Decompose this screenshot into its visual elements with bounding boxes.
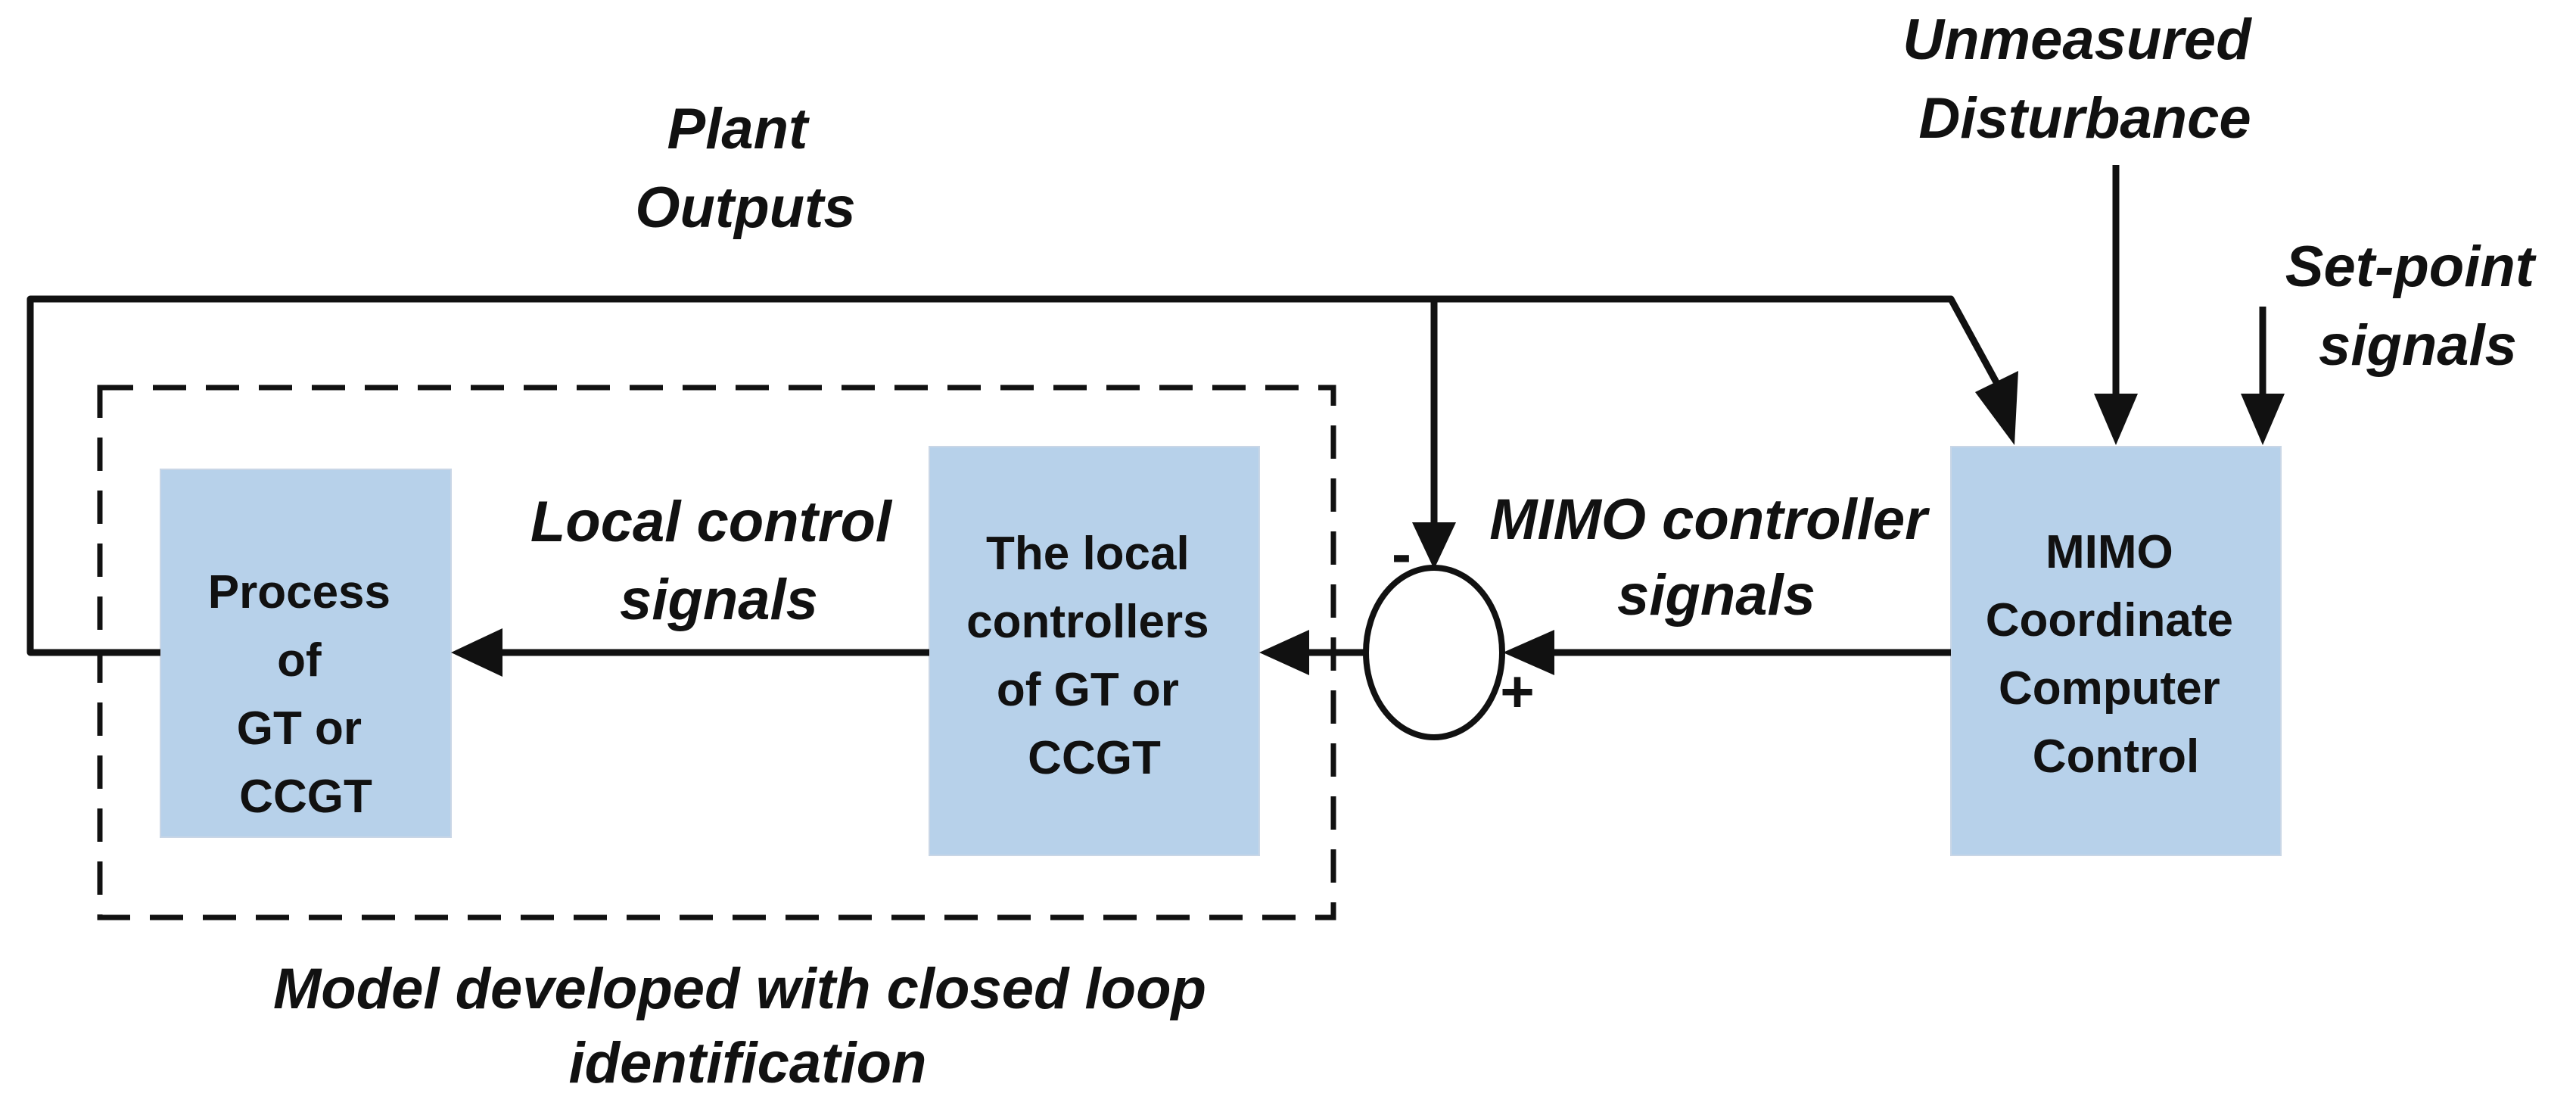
mimo-controller-signals-label: MIMO controller signals	[1489, 487, 1943, 628]
mimo-control-block: MIMO Coordinate Computer Control	[1950, 446, 2282, 856]
plus-sign: +	[1500, 658, 1535, 724]
local-control-signals-label: Local control signals	[530, 490, 907, 632]
process-block-box	[160, 469, 452, 838]
arrowhead-into-mimo-feedback	[1975, 371, 2018, 445]
summing-junction	[1363, 565, 1505, 740]
local-controllers-block-box	[929, 446, 1260, 856]
minus-sign: -	[1392, 520, 1411, 587]
arrowhead-into-junction-plus	[1503, 630, 1554, 675]
process-block-label: Process of GT or CCGT	[208, 566, 404, 823]
model-caption: Model developed with closed loop identif…	[273, 957, 1222, 1095]
local-controllers-block: The local controllers of GT or CCGT	[929, 446, 1260, 856]
arrowhead-into-junction-minus	[1412, 522, 1456, 569]
plant-outputs-label: Plant Outputs	[635, 97, 855, 240]
setpoint-signals-label: Set-point signals	[2285, 235, 2550, 378]
arrowhead-into-local-controllers	[1259, 630, 1309, 675]
unmeasured-disturbance-label: Unmeasured Disturbance	[1902, 8, 2267, 151]
arrowhead-into-process	[451, 628, 502, 677]
mimo-control-block-label: MIMO Coordinate Computer Control	[1986, 526, 2246, 783]
local-controllers-block-label: The local controllers of GT or CCGT	[966, 528, 1222, 784]
arrowhead-setpoint	[2241, 394, 2285, 445]
plant-output-feedback-line	[26, 295, 1999, 656]
arrowhead-disturbance	[2094, 394, 2138, 445]
process-block: Process of GT or CCGT	[160, 469, 452, 838]
mimo-control-block-box	[1950, 446, 2282, 856]
